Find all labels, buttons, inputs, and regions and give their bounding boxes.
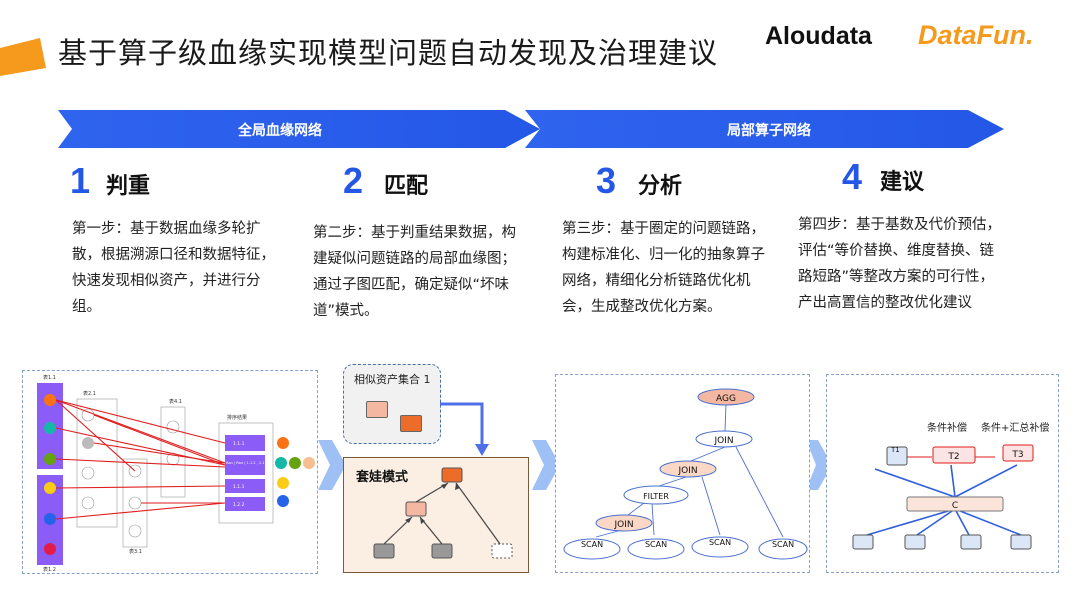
flow-arrow-3 [806, 440, 832, 490]
svg-text:SCAN: SCAN [772, 540, 794, 549]
svg-text:Ran ( Ran ( 1.1.2 , 1.1 ) , 1.: Ran ( Ran ( 1.1.2 , 1.1 ) , 1.1.1 ) [226, 461, 282, 465]
node-teal [44, 422, 56, 434]
svg-text:AGG: AGG [716, 394, 736, 404]
svg-text:JOIN: JOIN [713, 436, 733, 446]
flow-arrow-2 [532, 440, 560, 490]
svg-text:SCAN: SCAN [645, 540, 667, 549]
banner-arrow-left [58, 110, 540, 148]
suggestion-graph: T1 T2 T3 C [852, 444, 1034, 550]
step-4-text: 第四步：基于基数及代价预估，评估“等价替换、维度替换、链路短路”等整改方案的可行… [798, 217, 1001, 311]
label-condition-aggregate-compensation: 条件+汇总补偿 [981, 423, 1050, 434]
step-2-text: 第二步：基于判重结果数据，构建疑似问题链路的局部血缘图；通过子图匹配，确定疑似“… [313, 225, 516, 319]
nesting-pattern-label: 套娃模式 [356, 470, 409, 485]
svg-text:1.2.2: 1.2.2 [233, 502, 245, 508]
node-orange [44, 394, 56, 406]
nesting-pattern-panel: 套娃模式 [343, 457, 529, 573]
label-condition-compensation: 条件补偿 [927, 423, 967, 434]
asset-node-1 [366, 401, 388, 418]
similar-asset-group: 相似资产集合 1 [343, 364, 441, 444]
step-3-title: 分析 [638, 174, 683, 199]
panel-operator-network: AGG JOIN JOIN FILTER JOIN SCAN SCAN SCAN… [555, 374, 810, 573]
banner-left-label: 全局血缘网络 [238, 123, 322, 139]
flow-arrow-1 [318, 440, 346, 490]
lineage-graph: 表1.1 表1.2 表2.1 表3.1 表4.1 排序结果 1.1.1 Ran … [37, 374, 315, 573]
svg-text:C: C [952, 501, 958, 511]
svg-text:T2: T2 [947, 452, 959, 462]
svg-text:SCAN: SCAN [709, 538, 731, 547]
node-yellow [44, 482, 56, 494]
step-4-title: 建议 [880, 170, 925, 195]
panel-lineage-graph: 表1.1 表1.2 表2.1 表3.1 表4.1 排序结果 1.1.1 Ran … [22, 370, 318, 574]
step-3-number: 3 [596, 160, 617, 201]
svg-text:T3: T3 [1011, 450, 1023, 460]
svg-text:表1.1: 表1.1 [43, 374, 56, 381]
step-3-text: 第三步：基于圈定的问题链路，构建标准化、归一化的抽象算子网络，精细化分析链路优化… [562, 221, 765, 315]
svg-text:JOIN: JOIN [677, 466, 697, 476]
corner-decoration [0, 38, 46, 76]
match-arrow [440, 402, 489, 456]
svg-text:SCAN: SCAN [581, 540, 603, 549]
step-4-number: 4 [842, 156, 863, 197]
operator-network: AGG JOIN JOIN FILTER JOIN SCAN SCAN SCAN… [563, 388, 808, 560]
node-green [44, 453, 56, 465]
nesting-pattern-graph [373, 467, 513, 559]
svg-text:表3.1: 表3.1 [129, 548, 142, 555]
svg-text:FILTER: FILTER [643, 492, 669, 501]
datafun-logo: DataFun. [918, 20, 1034, 50]
node-blue [44, 513, 56, 525]
step-2-number: 2 [343, 160, 364, 201]
aloudata-logo: Aloudata [765, 22, 872, 50]
step-2-title: 匹配 [384, 174, 429, 199]
node-red [44, 543, 56, 555]
step-1-title: 判重 [106, 174, 151, 199]
svg-text:1.1.1: 1.1.1 [233, 484, 245, 490]
svg-text:表1.2: 表1.2 [43, 566, 56, 573]
svg-text:1.1.1: 1.1.1 [233, 441, 245, 447]
process-banner [58, 110, 1004, 148]
step-1-text: 第一步：基于数据血缘多轮扩散，根据溯源口径和数据特征，快速发现相似资产，并进行分… [72, 221, 275, 315]
page-title: 基于算子级血缘实现模型问题自动发现及治理建议 [58, 36, 719, 70]
banner-arrow-right [525, 110, 1004, 148]
svg-text:排序结果: 排序结果 [227, 414, 247, 421]
svg-text:JOIN: JOIN [613, 520, 633, 530]
similar-asset-label: 相似资产集合 1 [354, 373, 431, 386]
banner-right-label: 局部算子网络 [727, 123, 811, 139]
step-1-number: 1 [70, 160, 91, 201]
svg-text:表2.1: 表2.1 [83, 390, 96, 397]
svg-text:T1: T1 [890, 446, 900, 454]
svg-text:表4.1: 表4.1 [169, 398, 182, 405]
panel-suggestion: 条件补偿 条件+汇总补偿 T1 T2 T3 C [826, 374, 1059, 573]
asset-node-2 [400, 415, 422, 432]
